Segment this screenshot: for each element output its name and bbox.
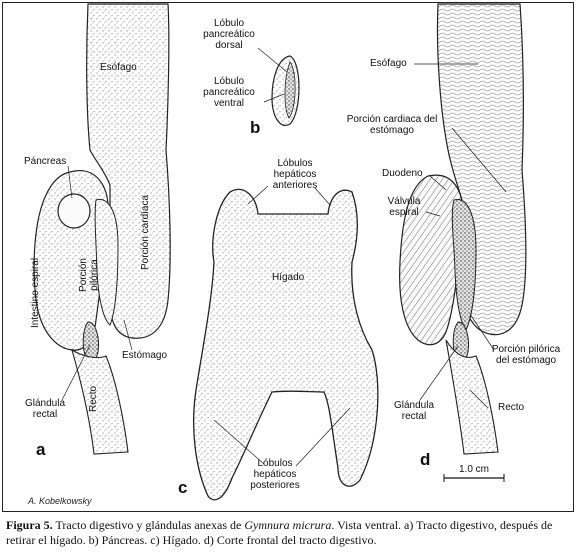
label-porcion-pilorica-d: Porción pilórica del estómago [491,344,561,366]
panel-d-drawing [399,3,527,482]
label-porcion-cardiaca-d: Porción cardiaca del estómago [346,114,438,136]
panel-label-b: b [250,118,261,137]
label-esofago-d: Esófago [370,58,407,69]
caption-figure-label: Figura 5. [6,518,53,532]
panel-b-drawing [257,47,300,126]
label-estomago-a: Estómago [122,350,168,361]
label-recto-d: Recto [498,402,525,413]
label-porcion-pilorica-a: Porción pilórica [78,258,100,292]
liver-c [192,188,379,501]
label-lobulos-posteriores: Lóbulos hepáticos posteriores [250,458,300,491]
label-lobulo-dorsal: Lóbulo pancreático dorsal [203,18,255,51]
label-valvula-espiral: Válvula espiral [387,196,421,218]
caption-species: Gymnura micrura [244,518,332,532]
pancreas-a [57,193,91,229]
label-duodeno: Duodeno [382,168,423,179]
label-glandula-rectal-d: Glándula rectal [393,400,435,422]
rectum-d [445,339,499,455]
label-lobulos-anteriores: Lóbulos hepáticos anteriores [272,158,318,191]
label-porcion-cardiaca-a: Porción cardíaca [140,194,151,270]
panel-c-drawing [192,185,379,501]
panel-a-drawing [33,3,171,455]
rectum-a [71,348,129,455]
label-esofago-a: Esófago [100,62,137,73]
label-pancreas-a: Páncreas [24,156,67,167]
label-recto-a: Recto [88,385,99,412]
esophagus-d [436,3,527,336]
label-higado: Hígado [272,272,305,283]
panel-label-a: a [36,440,46,459]
label-intestino-espiral: Intestino espiral [30,257,41,328]
scale-bar-label: 1.0 cm [458,464,489,475]
panel-label-d: d [420,450,431,469]
caption-text-before: Tracto digestivo y glándulas anexas de [55,518,242,532]
artist-credit: A. Kobelkowsky [28,496,92,506]
label-lobulo-ventral: Lóbulo pancreático ventral [203,76,255,109]
caption-text-after: . Vista ventral. a) Tracto digestivo, de… [6,518,553,547]
panel-label-c: c [178,478,188,497]
anatomy-drawing [33,3,527,501]
pyloric-portion-a [94,199,119,326]
esophagus-a [86,3,171,339]
label-glandula-rectal-a: Glándula rectal [24,398,66,420]
dorsal-lobe-b [284,61,296,119]
figure-caption: Figura 5. Tracto digestivo y glándulas a… [6,518,576,548]
